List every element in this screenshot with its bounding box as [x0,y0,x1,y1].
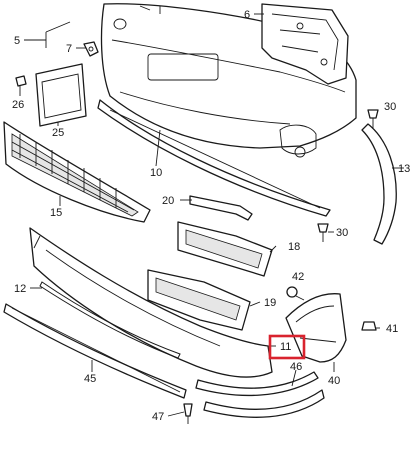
label-45: 45 [84,373,96,385]
grille-insert-18[interactable] [177,221,273,277]
side-bracket[interactable] [285,293,347,363]
part-labels: 6 5 7 26 25 30 13 10 20 15 30 18 42 12 1… [12,9,410,423]
label-41: 41 [386,323,398,335]
label-6: 6 [244,9,250,21]
label-15: 15 [50,207,62,219]
label-12: 12 [14,283,26,295]
highlight-box-part-11 [268,334,306,360]
license-plate-holder[interactable] [35,63,87,127]
label-5: 5 [14,35,20,47]
label-40: 40 [328,375,340,387]
label-19: 19 [264,297,276,309]
label-18: 18 [288,241,300,253]
label-13: 13 [398,163,410,175]
screw-30-lower[interactable] [317,223,329,242]
label-30-upper: 30 [384,101,396,113]
bolt-42[interactable] [286,286,305,301]
screw-30-upper[interactable] [367,109,379,128]
label-26: 26 [12,99,24,111]
spoiler-strip[interactable] [97,99,331,217]
wheel-arch-trim[interactable] [361,123,397,245]
trim-strip-45[interactable] [3,303,187,399]
label-42: 42 [292,271,304,283]
grille-insert-19[interactable] [147,269,251,331]
bracket-upper[interactable] [261,3,349,85]
leader-lines [19,13,404,417]
label-20: 20 [162,195,174,207]
label-47: 47 [152,411,164,423]
label-10: 10 [150,167,162,179]
label-11: 11 [280,341,291,353]
label-7: 7 [66,43,72,55]
clip-small[interactable] [15,75,27,87]
trim-strip-12[interactable] [39,281,181,359]
label-46: 46 [290,361,302,373]
label-30-lower: 30 [336,227,348,239]
label-25: 25 [52,127,64,139]
trim-strip-20[interactable] [189,195,253,221]
clip-7[interactable] [83,41,99,57]
lower-grille[interactable] [3,121,151,223]
clip-47[interactable] [183,403,193,424]
chrome-strip-46[interactable] [195,371,319,397]
nut-41[interactable] [361,321,377,331]
chrome-strip-lower[interactable] [203,389,325,418]
